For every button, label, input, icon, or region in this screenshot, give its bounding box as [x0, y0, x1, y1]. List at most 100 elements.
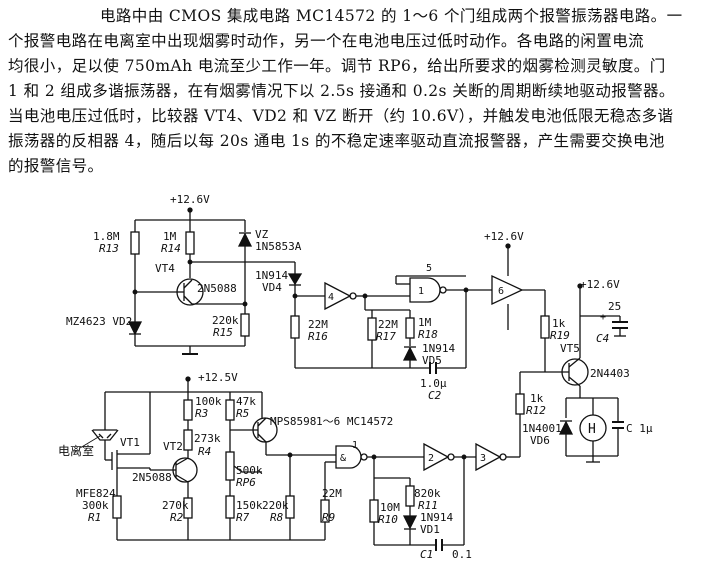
r7-value: 150k: [236, 499, 263, 512]
resistor-r4: [183, 429, 193, 451]
inverter-gate-2: [423, 442, 450, 472]
r17-value: 22M: [378, 318, 398, 331]
resistor-r7: [225, 495, 235, 519]
supply-label: +12.5V: [198, 371, 238, 384]
gate-5-label: 5: [426, 263, 432, 274]
paragraph-line: 的报警信号。: [8, 157, 104, 175]
r15-value: 220k: [212, 314, 239, 327]
c4-value: 25: [608, 300, 621, 313]
r5-name: R5: [236, 407, 249, 420]
diode-vd1: [402, 515, 418, 530]
low-battery-oscillator: 1N914 VD4 4 22M R16 22M R17: [245, 261, 469, 402]
rp6-name: RP6: [236, 476, 256, 489]
resistor-r15: [240, 313, 250, 337]
r10-value: 10M: [380, 501, 400, 514]
gate-3-label: 3: [480, 453, 486, 464]
resistor-r5: [225, 399, 235, 421]
r1-value: 300k: [82, 499, 109, 512]
r17-name: R17: [376, 330, 396, 343]
r12-name: R12: [526, 404, 546, 417]
gate-1-mark: &: [340, 453, 346, 464]
vt1-fet-part: MFE824: [76, 487, 116, 500]
gate-2-label: 2: [428, 453, 434, 464]
c2-value: 1.0μ: [420, 377, 447, 390]
supply-label: +12.6V: [170, 193, 210, 206]
r2-value: 270k: [162, 499, 189, 512]
r4-value: 273k: [194, 432, 221, 445]
gate-5-mark: 1: [418, 286, 424, 297]
c4-plus: +: [600, 312, 606, 323]
vd2-label: MZ4623 VD2: [66, 315, 132, 328]
resistor-r17: [367, 317, 377, 341]
resistor-r10: [369, 499, 379, 523]
r16-value: 22M: [308, 318, 328, 331]
r15-name: R15: [213, 326, 233, 339]
vt1-part: 2N5088: [132, 471, 172, 484]
zener-vd2: [127, 321, 143, 336]
c1-value: 0.1: [452, 548, 472, 561]
vz-part: 1N5853A: [255, 240, 302, 253]
rp6-value: 500k: [236, 464, 263, 477]
resistor-r11: [405, 485, 415, 507]
r9-value: 22M: [322, 487, 342, 500]
r9-name: R9: [322, 511, 335, 524]
gate-1-label: 1: [352, 440, 358, 451]
r3-value: 100k: [195, 395, 222, 408]
r5-value: 47k: [236, 395, 256, 408]
paragraph-line: 均很小，足以使 750mAh 电流至少工作一年。调节 RP6，给出所要求的烟雾检…: [8, 57, 666, 75]
circuit-schematic: +12.6V 1.8M R13 1M R14 VZ 1N5853A: [58, 193, 653, 561]
diode-vd6: [558, 420, 574, 435]
r18-value: 1M: [418, 316, 432, 329]
r13-name: R13: [99, 242, 119, 255]
vd5-name: VD5: [422, 354, 442, 367]
resistor-r3: [183, 399, 193, 421]
c4-name: C4: [596, 332, 609, 345]
diode-vd4: [287, 273, 303, 286]
resistor-r16: [290, 315, 300, 339]
paragraph-line: 个报警电路在电离室中出现烟雾时动作，另一个在电池电压过低时动作。各电路的闲置电流: [8, 32, 645, 50]
r14-name: R14: [161, 242, 181, 255]
paragraph-line: 振荡器的反相器 4，随后以每 20s 通电 1s 的不稳定速率驱动直流报警器，产…: [8, 132, 665, 150]
vd4-part: 1N914: [255, 269, 288, 282]
r18-name: R18: [418, 328, 438, 341]
supply-label: +12.6V: [484, 230, 524, 243]
r1-name: R1: [88, 511, 101, 524]
diode-vd5: [402, 346, 418, 361]
nand-gate-5: [409, 277, 441, 303]
alarm-driver: 1k R19 +12.6V + 25 C4 VT5 2N4403: [515, 278, 653, 463]
gate-6-buffer: +12.6V 6: [466, 230, 545, 330]
resistor-r14: [185, 231, 195, 255]
r16-name: R16: [308, 330, 328, 343]
alarm-horn-mark: H: [588, 422, 596, 437]
r14-value: 1M: [163, 230, 177, 243]
vd6-part: 1N4001: [522, 422, 562, 435]
smoke-alarm-multivibrator: & 1 22M R9 2 3: [290, 440, 521, 561]
supply-label: +12.6V: [580, 278, 620, 291]
r11-value: 820k: [414, 487, 441, 500]
vd1-name: VD1: [420, 523, 440, 536]
vd4-name: VD4: [262, 281, 282, 294]
r10-name: R10: [378, 513, 398, 526]
smoke-detector-amplifier: +12.5V 电离室 VT1 2N5088: [58, 371, 393, 541]
paragraph-line: 1 和 2 组成多谐振荡器，在有烟雾情况下以 2.5s 接通和 0.2s 关断的…: [8, 82, 675, 100]
resistor-r12: [515, 393, 525, 415]
paragraph-line: 当电池电压过低时，比较器 VT4、VD2 和 VZ 断开（约 10.6V），并触…: [8, 107, 674, 125]
c-alarm-label: C 1μ: [626, 422, 653, 435]
inverter-gate-3: [475, 442, 502, 472]
vd5-part: 1N914: [422, 342, 455, 355]
vd6-name: VD6: [530, 434, 550, 447]
vz-name: VZ: [255, 228, 269, 241]
paragraph-line: 电路中由 CMOS 集成电路 MC14572 的 1～6 个门组成两个报警振荡器…: [100, 7, 683, 25]
r3-name: R3: [195, 407, 208, 420]
c2-name: C2: [428, 389, 442, 402]
inverter-gate-4: [324, 281, 352, 311]
r19-value: 1k: [552, 317, 566, 330]
resistor-r19: [540, 315, 550, 339]
vt2-name: VT2: [163, 440, 183, 453]
r2-name: R2: [170, 511, 184, 524]
r4-name: R4: [198, 445, 211, 458]
zener-vz: [237, 232, 253, 247]
low-battery-comparator: +12.6V 1.8M R13 1M R14 VZ 1N5853A: [66, 193, 302, 355]
vt3-part: MPS8598: [270, 415, 316, 428]
